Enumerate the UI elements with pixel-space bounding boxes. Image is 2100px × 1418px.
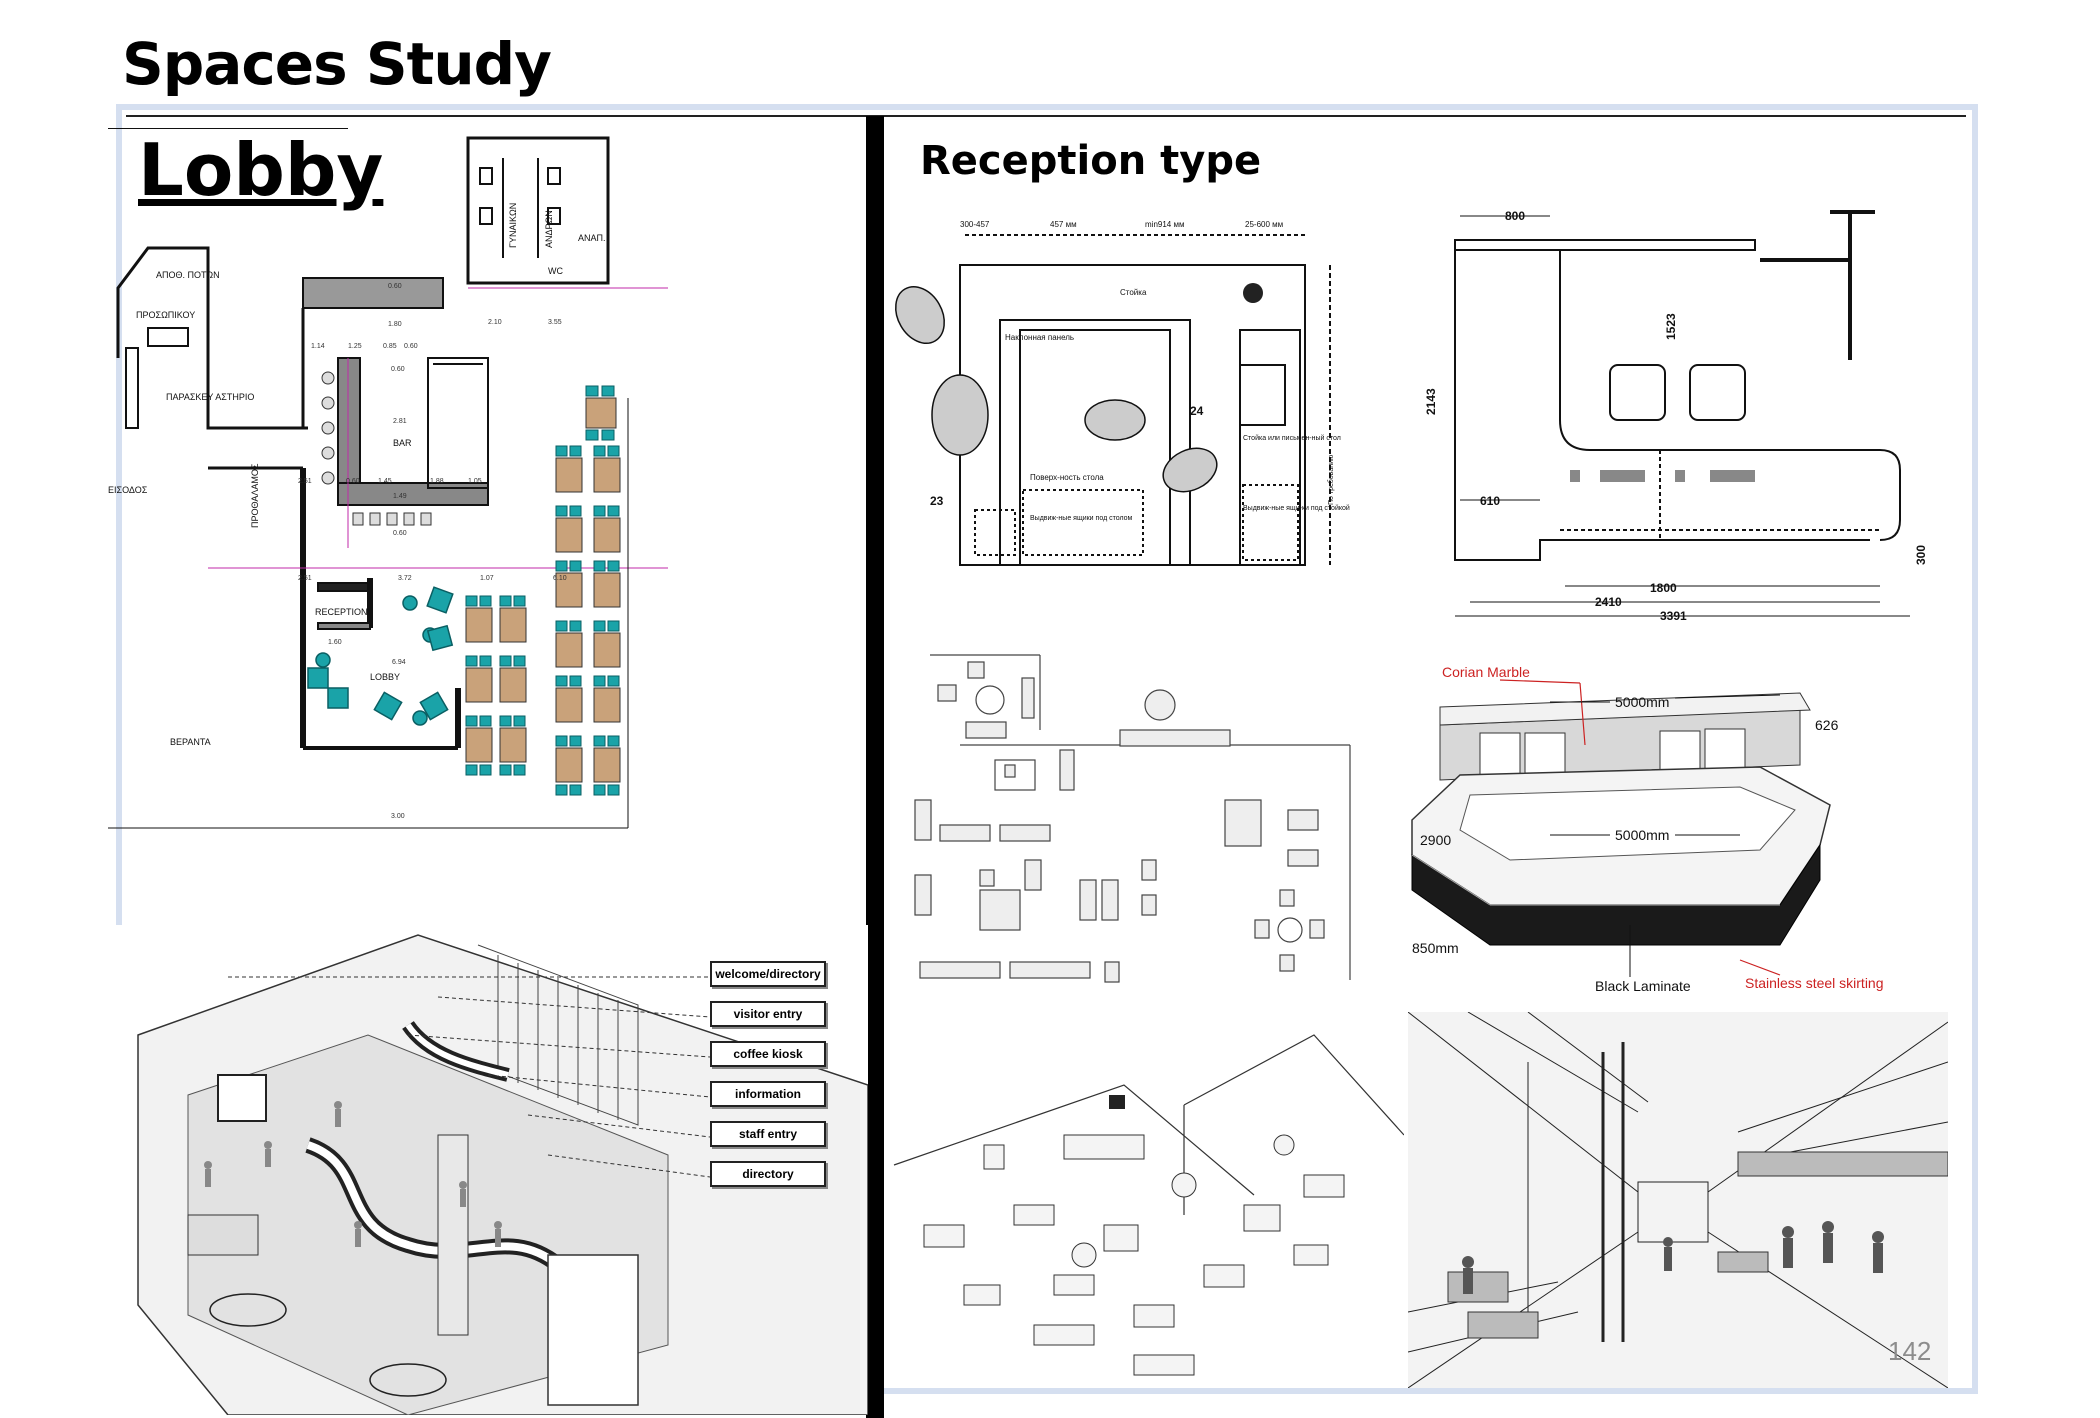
plan-dim: 2.10 [488, 319, 502, 326]
callout-staff-entry: staff entry [710, 1121, 826, 1147]
plan-dim: 1.25 [348, 343, 362, 350]
rp1-dim-min914: min914 мм [1145, 220, 1184, 229]
plan-label-staff: ΠΡΟΣΩΠΙΚΟΥ [136, 310, 195, 320]
interior-sketch-svg [1408, 1012, 1948, 1388]
lobby-interior-sketch [1408, 1012, 1948, 1388]
lobby-heading: Lobby [138, 128, 384, 212]
rp1-dim-300-457: 300-457 [960, 220, 990, 229]
rp2-dim-610: 610 [1480, 494, 1500, 508]
rp2-dim-2143: 2143 [1424, 388, 1438, 415]
plan-dim: 1.88 [430, 478, 444, 485]
plan-label-men: ΑΝΔΡΩΝ [544, 210, 554, 248]
plan-label-entrance: ΕΙΣΟΔΟΣ [108, 485, 148, 495]
plan-label-storage: ΑΠΟΘ. ΠΟΤΩΝ [156, 270, 220, 280]
plan-label-bar: BAR [393, 438, 412, 448]
plan-label-vestibule: ΠΡΟΘΑΛΑΜΟΣ [250, 463, 260, 528]
reception-furniture-axonometric [884, 1025, 1404, 1410]
desk-label-side: 2900 [1420, 832, 1451, 848]
rp2-dim-300: 300 [1914, 545, 1928, 565]
plan-label-reception: RECEPTION [315, 607, 368, 617]
plan-dim: 1.05 [468, 478, 482, 485]
plan-label-kitchen: ΠΑΡΑΣΚΕΥ ΑΣΤΗΡΙΟ [166, 392, 254, 402]
plan-dim: 0.60 [391, 366, 405, 373]
plan-dim: 2.81 [393, 418, 407, 425]
desk-label-front-length: 5000mm [1615, 827, 1669, 843]
rp1-dim-24: 24 [1190, 404, 1204, 418]
plan-dim: 3.55 [548, 319, 562, 326]
rp1-label-counter-or-desk: Стойка или письмен-ный стол [1243, 434, 1341, 442]
rp1-label-on-request: По требованию [1327, 455, 1335, 505]
plan-dim: 1.07 [480, 575, 494, 582]
rp2-dim-1800: 1800 [1650, 581, 1677, 595]
plan-dim: 2.51 [298, 575, 312, 582]
plan-dim: 6.10 [553, 575, 567, 582]
plan-label-women: ΓΥΝΑΙΚΩΝ [508, 203, 518, 248]
plan-dim: 0.60 [393, 530, 407, 537]
callout-directory: directory [710, 1161, 826, 1187]
rp1-label-desk-drawers: Выдвиж-ные ящики под столом [1030, 515, 1133, 522]
plan-dim: 1.60 [328, 639, 342, 646]
callout-information: information [710, 1081, 826, 1107]
callout-coffee-kiosk: coffee kiosk [710, 1041, 826, 1067]
rp1-dim-457: 457 мм [1050, 220, 1077, 229]
rp1-label-sloped-panel: Наклонная панель [1005, 333, 1074, 342]
rp1-label-counter: Стойка [1120, 288, 1147, 297]
center-divider [866, 116, 884, 1418]
plan-dim: 0.85 [383, 343, 397, 350]
plan-dim: 3.00 [391, 813, 405, 820]
plan-label-veranda: ΒΕΡΑΝΤΑ [170, 737, 211, 747]
plan-dim: 0.60 [346, 478, 360, 485]
plan-dim: 0.60 [388, 283, 402, 290]
reception-furniture-layout [910, 650, 1370, 990]
plan-label-lobby: LOBBY [370, 672, 400, 682]
plan-dim: 0.60 [404, 343, 418, 350]
desk-label-black-laminate: Black Laminate [1595, 978, 1691, 994]
frame-top-rule [126, 115, 1966, 117]
furniture-layout-svg [914, 654, 1351, 983]
lobby-floor-plan: BAR RECEPTION LOBBY ΒΕΡΑΝΤΑ ΠΑΡΑΣΚΕΥ ΑΣΤ… [108, 128, 708, 878]
plan-dim: 1.49 [393, 493, 407, 500]
lobby-plan-svg: BAR RECEPTION LOBBY ΒΕΡΑΝΤΑ ΠΑΡΑΣΚΕΥ ΑΣΤ… [108, 128, 668, 829]
desk-label-top-length: 5000mm [1615, 694, 1669, 710]
reception-heading: Reception type [920, 138, 1262, 184]
desk-label-depth: 626 [1815, 717, 1839, 733]
page-title: Spaces Study [122, 30, 552, 98]
reception-plan2-svg: 800 1523 2143 610 300 1800 2410 3391 [1424, 209, 1928, 623]
plan-dim: 1.14 [311, 343, 325, 350]
reception-desk-3d: Corian Marble 5000mm 626 2900 5000mm 850… [1400, 655, 1940, 1010]
callout-welcome-directory: welcome/directory [710, 961, 826, 987]
plan-dim: 2.51 [298, 478, 312, 485]
desk-3d-svg: Corian Marble 5000mm 626 2900 5000mm 850… [1411, 664, 1884, 994]
callout-visitor-entry: visitor entry [710, 1001, 826, 1027]
rp1-dim-23: 23 [930, 494, 944, 508]
reception-plan-ergonomics: 300-457 457 мм min914 мм 25-600 мм 24 23… [885, 215, 1365, 615]
plan-dim: 3.72 [398, 575, 412, 582]
plan-label-disabled: ΑΝΑΠ. [578, 233, 606, 243]
rp1-label-desk-surface: Поверх-ность стола [1030, 473, 1104, 482]
furniture-axon-svg [893, 1034, 1404, 1376]
desk-label-steel-skirting: Stainless steel skirting [1745, 975, 1884, 991]
plan-label-wc: WC [548, 266, 563, 276]
desk-label-corian-marble: Corian Marble [1442, 664, 1530, 680]
plan-dim: 1.45 [378, 478, 392, 485]
page-number: 142 [1888, 1336, 1932, 1366]
rp2-dim-1523: 1523 [1664, 313, 1678, 340]
reception-plan1-svg: 300-457 457 мм min914 мм 25-600 мм 24 23… [895, 220, 1350, 566]
plan-dim: 1.80 [388, 321, 402, 328]
rp1-dim-25-600: 25-600 мм [1245, 220, 1283, 229]
plan-dim: 6.94 [392, 659, 406, 666]
desk-label-height: 850mm [1412, 940, 1459, 956]
rp1-label-counter-drawers: Выдвиж-ные ящи-ки под стойкой [1243, 504, 1350, 512]
reception-plan-dimensions: 800 1523 2143 610 300 1800 2410 3391 [1410, 200, 1930, 630]
